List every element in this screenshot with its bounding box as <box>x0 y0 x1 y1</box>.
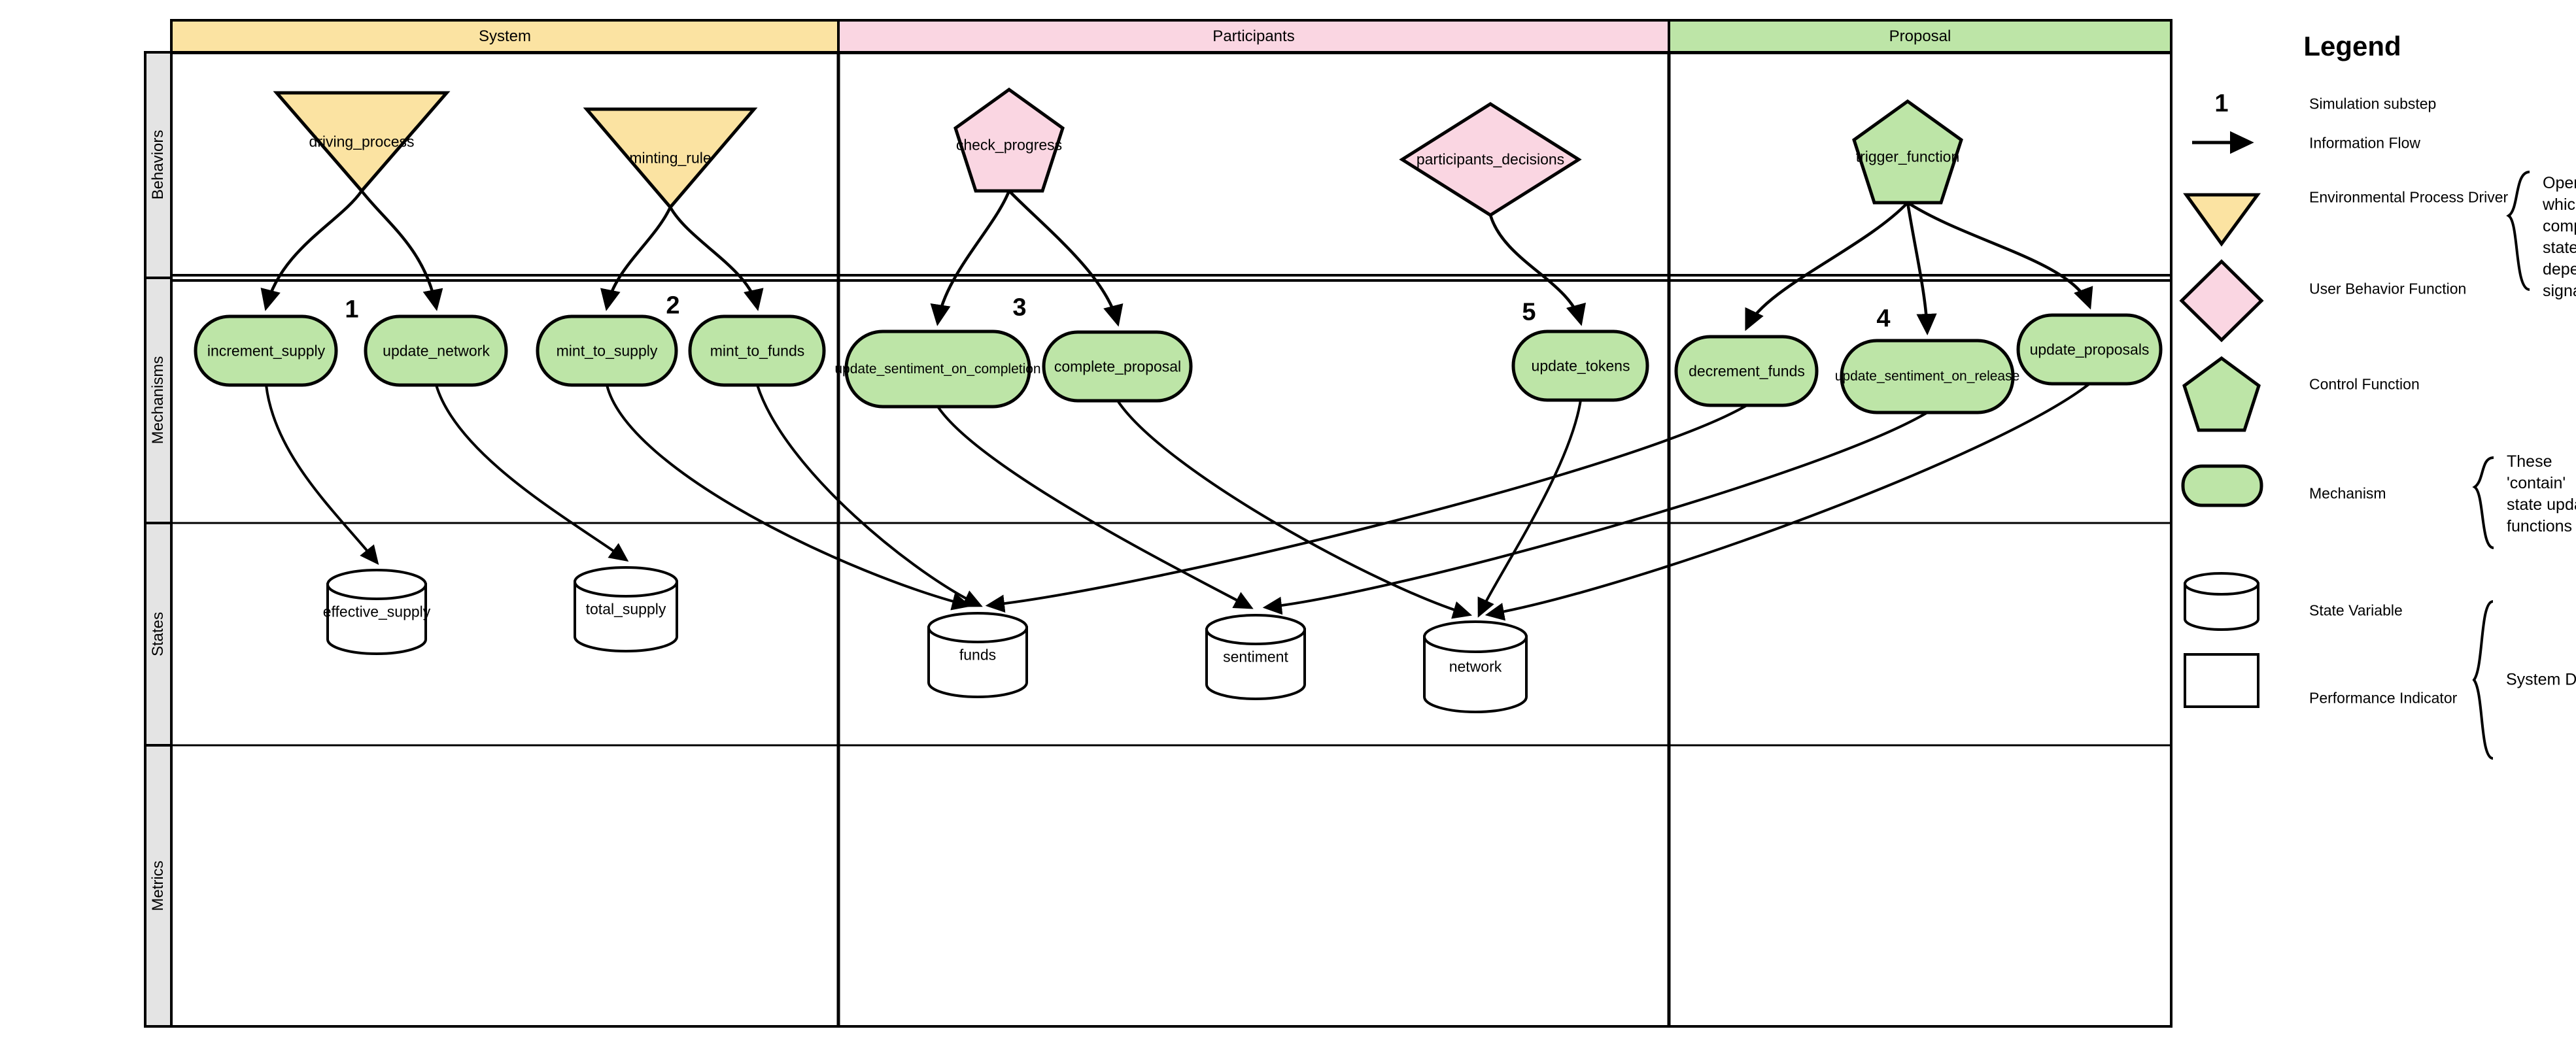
behavior-shapes <box>273 87 1963 217</box>
row-header-metrics <box>144 744 173 1028</box>
edge-minting_rule-mint_to_funds <box>669 206 764 311</box>
mechanism-complete_proposal[interactable] <box>1042 330 1193 403</box>
column-header-participants <box>837 19 1670 54</box>
mechanism-decrement_funds[interactable] <box>1674 335 1819 407</box>
edge-check_progress-update_sentiment_on_completion <box>930 190 1011 326</box>
control-function-icon <box>2182 356 2261 432</box>
row-header-behaviors <box>144 51 173 279</box>
column-header-bands <box>170 19 2172 54</box>
behavior-trigger_function[interactable] <box>1852 99 1963 205</box>
row-header-mechanisms <box>144 277 173 524</box>
behavior-participants_decisions[interactable] <box>1399 102 1582 217</box>
edge-update_network-total_supply <box>435 384 629 562</box>
edge-driving_process-increment_supply <box>260 190 363 311</box>
performance-indicator-icon <box>2184 653 2259 708</box>
edges-behavior-to-mechanism <box>260 190 2093 335</box>
row-header-strip <box>144 51 173 1028</box>
mechanism-icon <box>2181 464 2263 507</box>
edge-increment_supply-effective_supply <box>265 384 379 565</box>
edge-decrement_funds-funds <box>985 404 1748 613</box>
contain-brace-icon <box>2472 456 2494 549</box>
mechanism-mint_to_supply[interactable] <box>536 314 678 387</box>
mechanism-update_sentiment_on_completion[interactable] <box>844 329 1031 409</box>
state-funds[interactable] <box>927 612 1028 698</box>
mechanism-increment_supply[interactable] <box>194 314 338 387</box>
behavior-check_progress[interactable] <box>953 87 1065 193</box>
environmental-process-driver-icon <box>2183 193 2261 247</box>
mechanism-mint_to_funds[interactable] <box>688 314 826 387</box>
column-header-proposal <box>1668 19 2172 54</box>
edge-mint_to_funds-funds <box>756 384 983 607</box>
legend-glyphs <box>2179 131 2530 760</box>
edge-driving_process-update_network <box>360 190 443 311</box>
edge-trigger_function-decrement_funds <box>1745 201 1909 331</box>
state-variable-icon <box>2184 572 2259 631</box>
mechanism-shapes <box>194 313 2163 414</box>
mechanism-update_proposals[interactable] <box>2016 313 2163 386</box>
row-header-states <box>144 522 173 747</box>
state-network[interactable] <box>1423 620 1528 713</box>
edge-trigger_function-update_sentiment_on_release <box>1906 202 1937 335</box>
grid-lines <box>170 51 2172 1028</box>
mechanism-update_network[interactable] <box>364 314 508 387</box>
edge-update_tokens-network <box>1477 399 1582 618</box>
edge-update_proposals-network <box>1485 382 2091 621</box>
mechanism-update_tokens[interactable] <box>1511 329 1649 402</box>
state-total_supply[interactable] <box>574 566 678 652</box>
user-behavior-function-icon <box>2179 259 2264 343</box>
state-sentiment[interactable] <box>1205 614 1306 700</box>
edge-trigger_function-update_proposals <box>1906 201 2093 310</box>
edge-update_sentiment_on_completion-sentiment <box>936 405 1254 609</box>
edges-mechanism-to-state <box>265 382 2091 621</box>
behavior-minting_rule[interactable] <box>583 107 758 210</box>
state-shapes <box>326 566 1528 713</box>
column-header-system <box>170 19 840 54</box>
state-effective_supply[interactable] <box>326 569 427 655</box>
system-data-brace-icon <box>2472 600 2494 760</box>
edge-mint_to_supply-funds <box>606 384 972 611</box>
edge-minting_rule-mint_to_supply <box>600 207 672 311</box>
edge-check_progress-complete_proposal <box>1008 190 1124 327</box>
mechanism-update_sentiment_on_release[interactable] <box>1840 339 2015 414</box>
edge-update_sentiment_on_release-sentiment <box>1262 411 1929 615</box>
edge-complete_proposal-network <box>1116 399 1473 619</box>
behavior-driving_process[interactable] <box>273 91 451 194</box>
edge-participants_decisions-update_tokens <box>1488 214 1586 326</box>
operators-brace-icon <box>2506 171 2530 291</box>
